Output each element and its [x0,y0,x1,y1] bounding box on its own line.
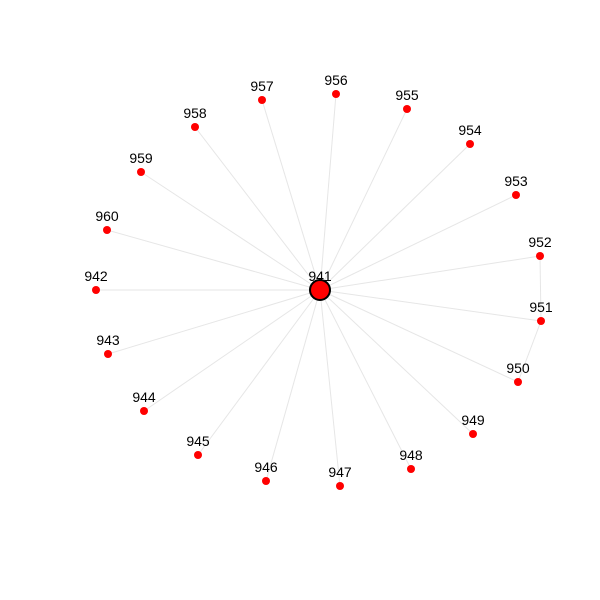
node-label-946: 946 [254,459,278,475]
node-label-951: 951 [529,299,553,315]
node-942[interactable] [92,286,100,294]
hub-label: 941 [308,268,332,284]
node-label-956: 956 [324,72,348,88]
edge-950-951 [517,320,542,383]
node-954[interactable] [466,140,474,148]
label-layer: 942 943 944 945 946 947 948 949 950 951 952 953 954 9… [84,72,553,480]
edge-941-952 [319,255,541,291]
node-949[interactable] [469,430,477,438]
node-label-943: 943 [96,332,120,348]
node-layer [92,90,545,490]
edge-951-952 [539,255,542,322]
node-950[interactable] [514,378,522,386]
node-948[interactable] [407,465,415,473]
edge-941-949 [319,289,474,435]
edge-941-956 [319,93,337,291]
edge-941-946 [265,289,321,482]
node-label-960: 960 [95,208,119,224]
node-944[interactable] [140,407,148,415]
node-label-947: 947 [328,464,352,480]
edge-941-959 [140,171,321,291]
node-956[interactable] [332,90,340,98]
node-952[interactable] [536,252,544,260]
node-943[interactable] [104,350,112,358]
node-label-954: 954 [458,122,482,138]
edge-941-943 [107,289,321,355]
node-945[interactable] [194,451,202,459]
node-947[interactable] [336,482,344,490]
node-label-955: 955 [395,87,419,103]
node-label-952: 952 [528,234,552,250]
edge-941-953 [319,194,517,291]
edge-941-960 [106,229,321,291]
edge-941-955 [319,108,408,291]
node-960[interactable] [103,226,111,234]
node-label-944: 944 [132,389,156,405]
edge-941-958 [194,126,321,291]
node-label-950: 950 [506,360,530,376]
node-label-949: 949 [461,412,485,428]
node-label-953: 953 [504,173,528,189]
edge-941-950 [319,289,519,383]
edge-941-948 [319,289,412,470]
node-953[interactable] [512,191,520,199]
edge-941-947 [319,289,341,487]
node-hub-941[interactable] [309,279,331,301]
node-951[interactable] [537,317,545,325]
node-label-958: 958 [183,105,207,121]
node-label-948: 948 [399,447,423,463]
node-957[interactable] [258,96,266,104]
node-label-942: 942 [84,268,108,284]
edge-941-957 [261,99,321,291]
edge-941-945 [197,289,321,456]
edge-941-951 [319,289,542,322]
node-label-959: 959 [129,150,153,166]
node-label-945: 945 [186,433,210,449]
node-946[interactable] [262,477,270,485]
node-955[interactable] [403,105,411,113]
edge-941-944 [143,289,321,412]
edge-941-954 [319,143,471,291]
node-959[interactable] [137,168,145,176]
edge-layer [96,93,542,487]
node-label-957: 957 [250,78,274,94]
node-958[interactable] [191,123,199,131]
